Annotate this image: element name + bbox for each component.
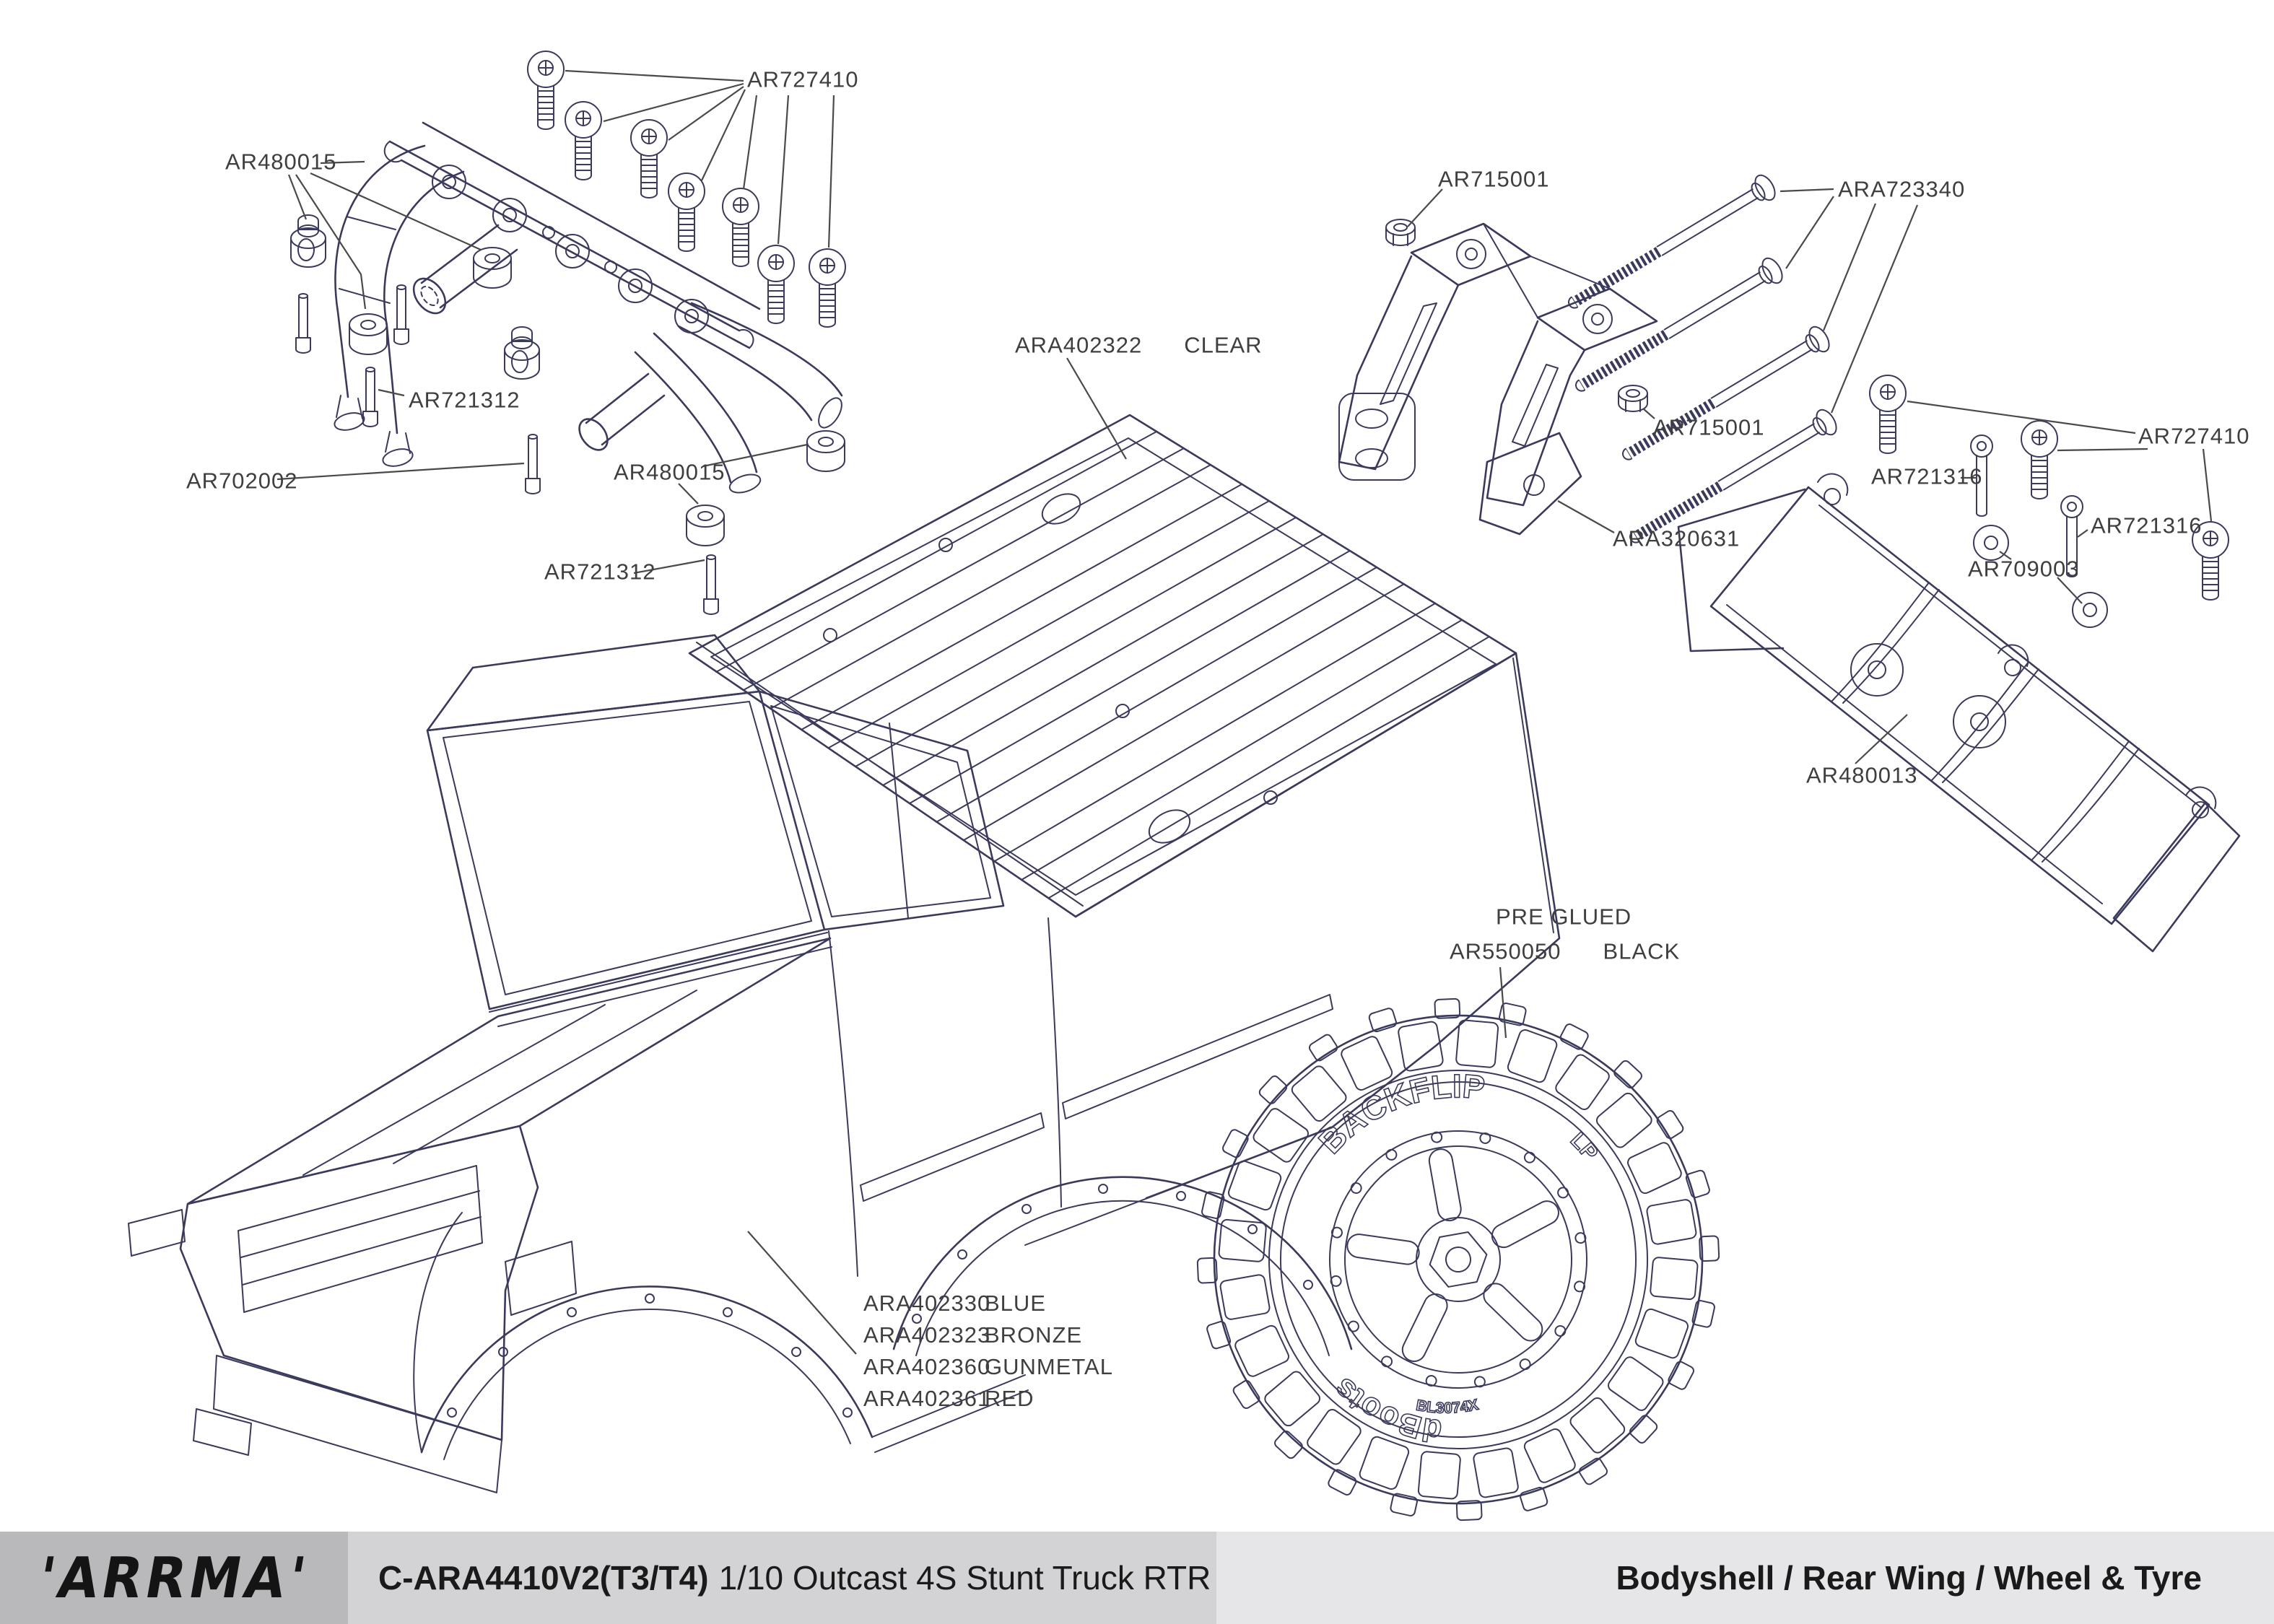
wing-hardware [1385, 219, 2229, 628]
section-title: Bodyshell / Rear Wing / Wheel & Tyre [1616, 1559, 2202, 1597]
part-label-wing-screw-right: AR721316 [2091, 512, 2203, 538]
part-label-wing-mount-nut-lower: AR715001 [1653, 414, 1765, 440]
part-label-wing-screw-left: AR721316 [1871, 463, 1983, 489]
tread-blocks [1196, 997, 1720, 1522]
wing-mount-bolts [1562, 172, 1840, 551]
wheel-spokes [1346, 1148, 1559, 1363]
wing-mount-drawing [1338, 222, 1658, 536]
part-label-rollbar-mounts-upper: AR480015 [225, 149, 337, 175]
part-label-rollbar-mounts-lower: AR480015 [614, 459, 726, 485]
arrma-logo: 'ARRMA' [33, 1545, 315, 1611]
rollbar-drawing [334, 121, 843, 494]
footer-logo-area: 'ARRMA' [0, 1532, 348, 1624]
rear-fender-rivets [912, 1184, 1313, 1324]
wheel-drawing: BACKFLIP LP dBoots BL3074X [1196, 997, 1720, 1522]
footer-title-area: C-ARA4410V2(T3/T4) 1/10 Outcast 4S Stunt… [348, 1532, 1216, 1624]
document-title: 1/10 Outcast 4S Stunt Truck RTR [718, 1559, 1211, 1597]
bed-slats [715, 431, 1490, 899]
part-label-wing-washers: AR709003 [1968, 556, 2080, 582]
part-label-wing-button-screws: AR727410 [2138, 423, 2250, 449]
beadlock-bolts [1330, 1131, 1587, 1388]
part-label-rollbar-screw-lower: AR702002 [186, 468, 298, 494]
leader-lines [276, 69, 2213, 1355]
bodyshell-drawing [128, 414, 1561, 1493]
part-label-rear-wing: AR480013 [1806, 762, 1918, 788]
footer-bar: 'ARRMA' C-ARA4410V2(T3/T4) 1/10 Outcast … [0, 1532, 2274, 1624]
front-fender-rivets [447, 1293, 853, 1418]
part-label-wing-mount-bracket: ARA320631 [1613, 525, 1741, 551]
part-label-rollbar-pin-upper: AR721312 [409, 387, 520, 413]
part-label-rollbar-screws: AR727410 [747, 66, 859, 92]
part-label-wing-mount-bolts: ARA723340 [1838, 176, 1966, 202]
document-code: C-ARA4410V2(T3/T4) [378, 1559, 709, 1597]
rollbar-hardware [290, 51, 846, 615]
footer-section-area: Bodyshell / Rear Wing / Wheel & Tyre [1216, 1532, 2274, 1624]
rear-wing-drawing [1677, 473, 2241, 953]
part-label-tyre-note: PRE GLUED [1496, 904, 1632, 930]
part-label-wing-mount-nut-upper: AR715001 [1438, 166, 1550, 192]
part-label-rollbar-pin-lower: AR721312 [544, 559, 656, 585]
